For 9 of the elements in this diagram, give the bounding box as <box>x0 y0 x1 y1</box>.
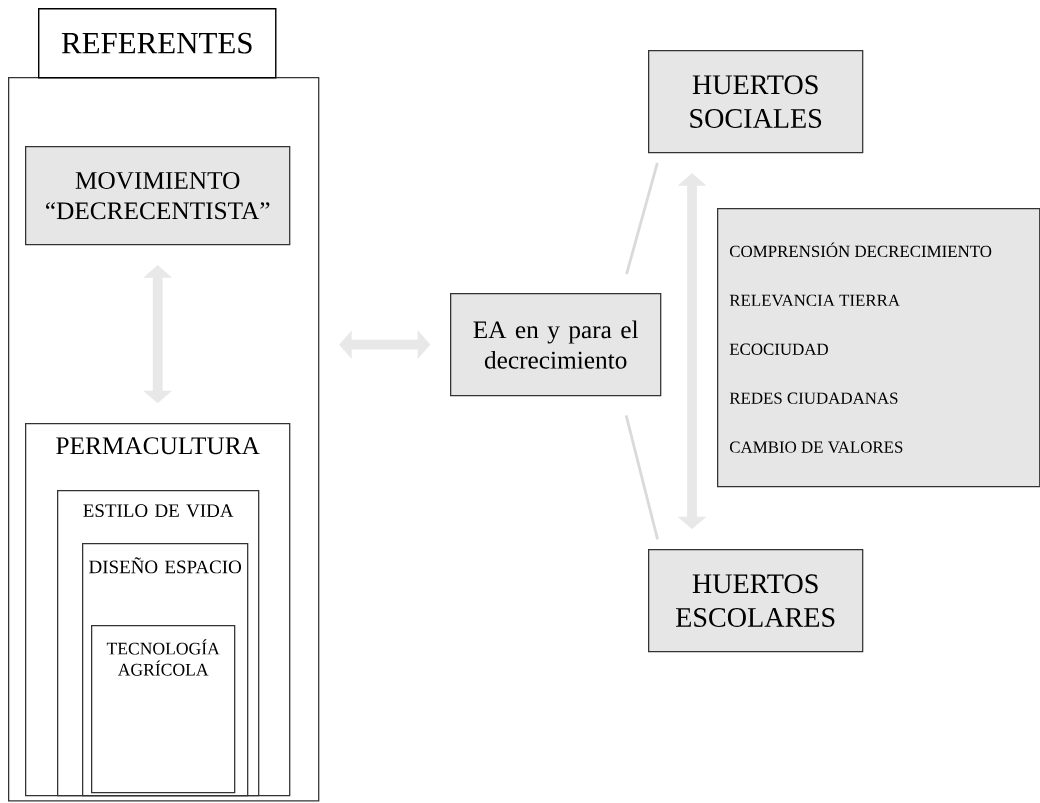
connector-line <box>625 162 659 275</box>
list-box: COMPRENSIÓN DECRECIMIENTO RELEVANCIA TIERRA ECOCIUDAD REDES CIUDADANAS CAMBIO DE VALORES <box>717 208 1040 488</box>
node-label: REFERENTES <box>61 32 252 54</box>
concept-box: EA en y para el decrecimiento <box>450 293 662 397</box>
nested-box: TECNOLOGÍA AGRÍCOLA <box>91 625 236 794</box>
connector-line <box>624 415 659 540</box>
concept-box: HUERTOS ESCOLARES <box>648 549 864 653</box>
concept-box: HUERTOS SOCIALES <box>648 50 864 154</box>
concept-box: MOVIMIENTO “DECRECENTISTA” <box>25 146 291 246</box>
